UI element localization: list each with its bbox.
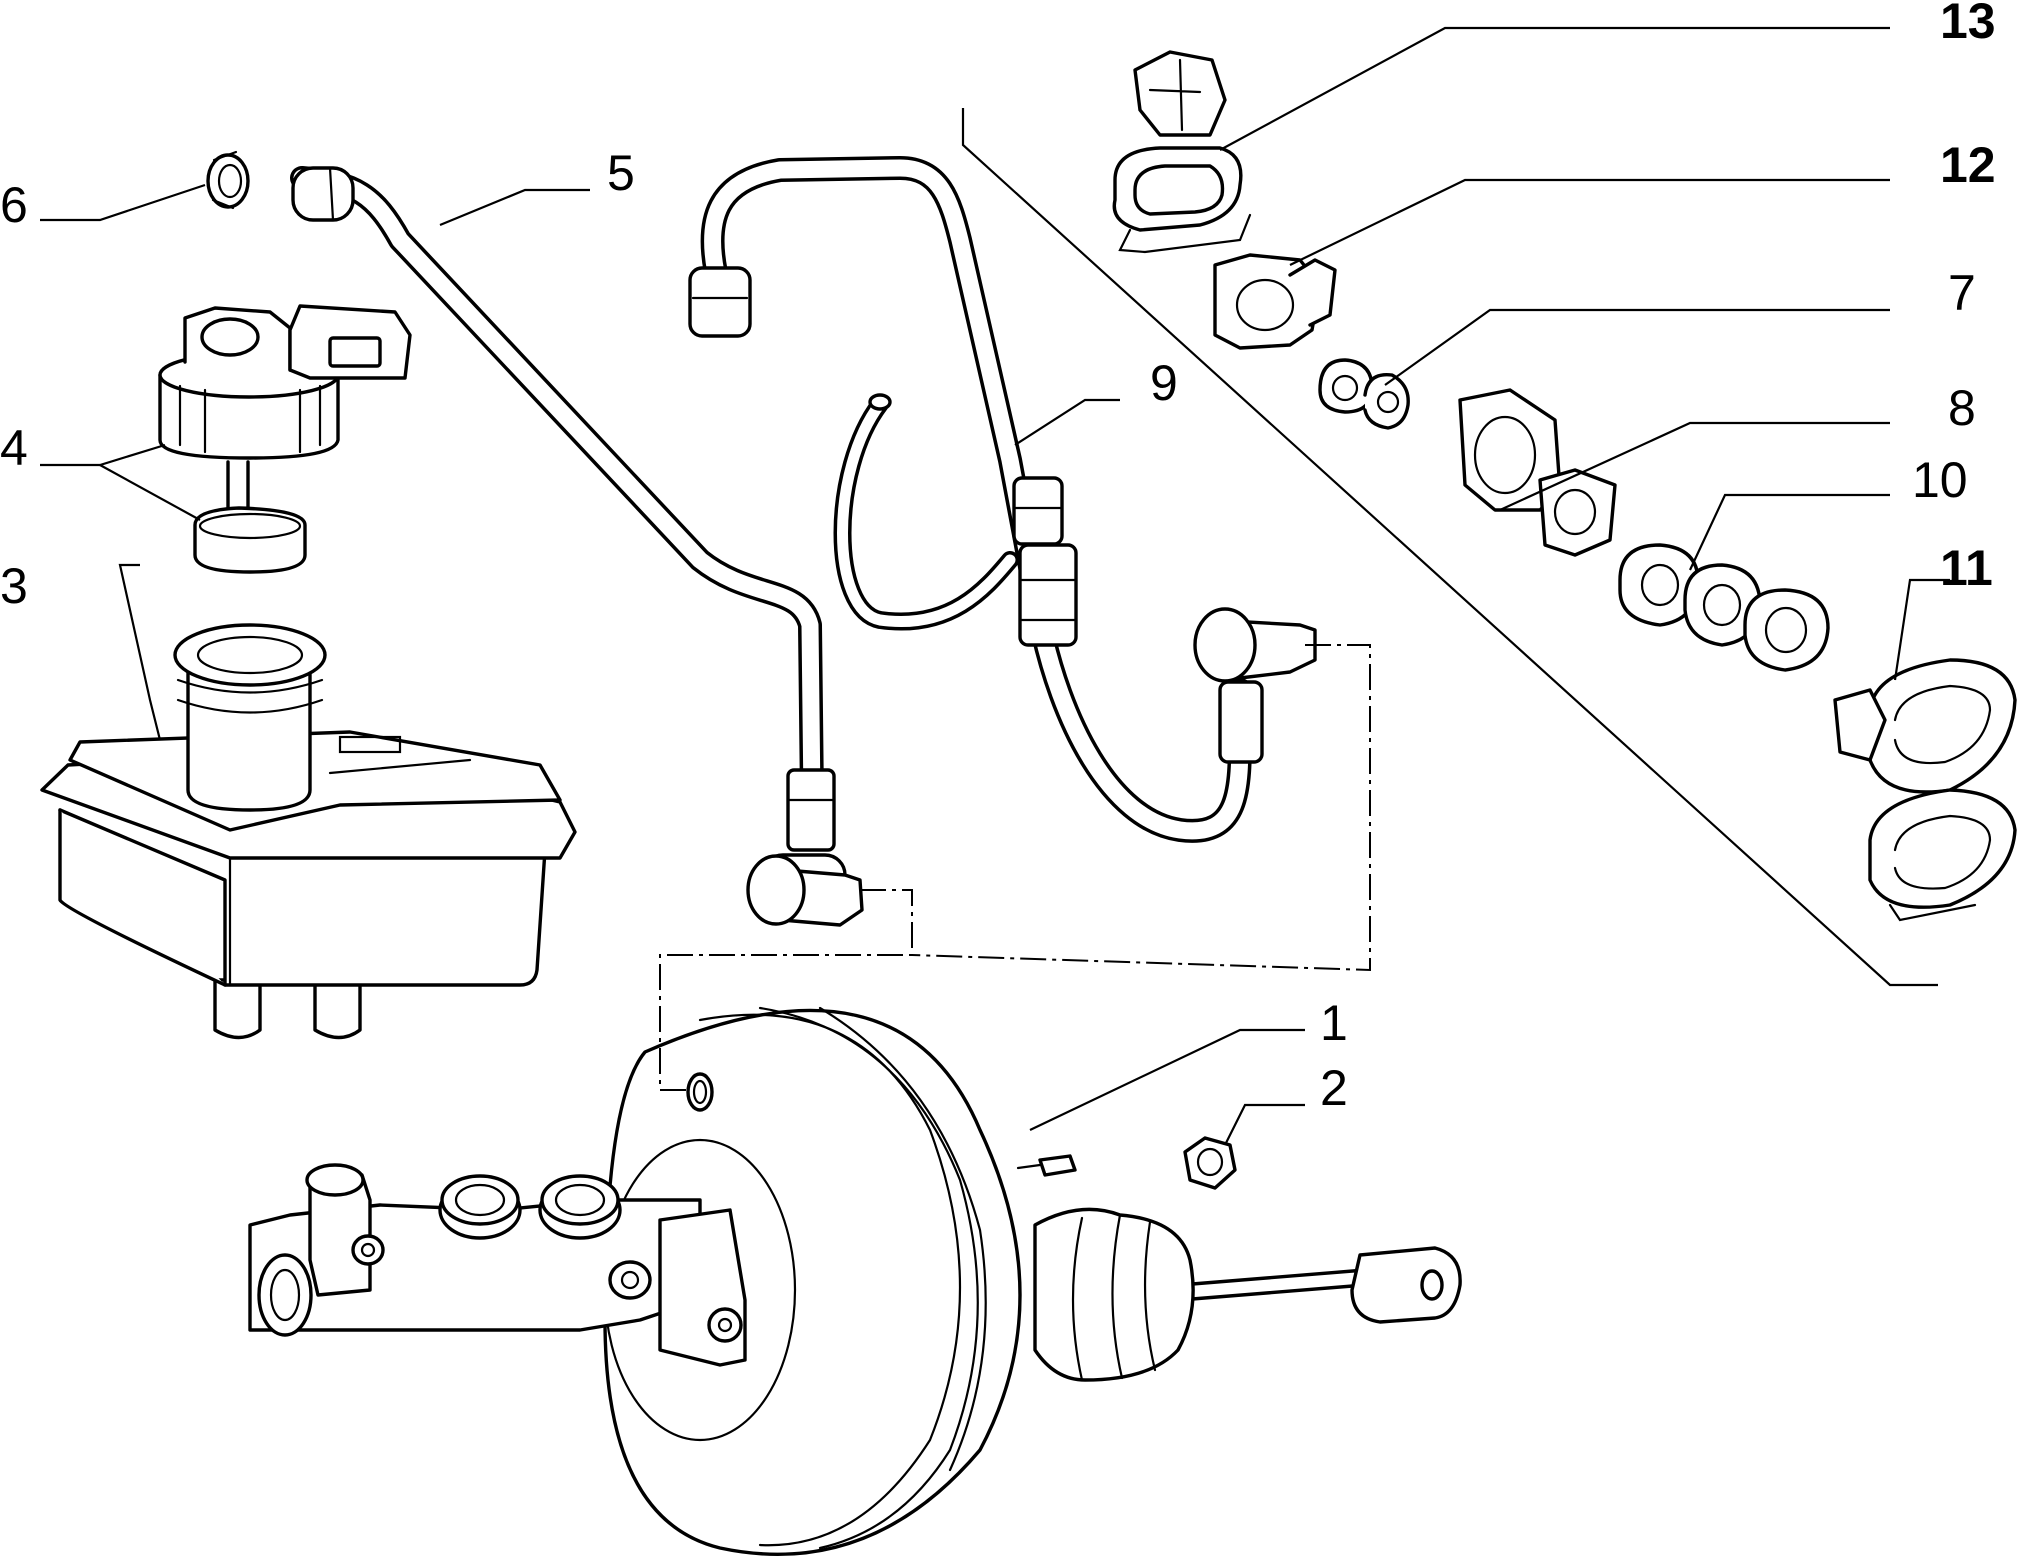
connection-lines — [659, 644, 1371, 1091]
part-3-brake-fluid-reservoir — [40, 623, 577, 1040]
callout-11: 11 — [1940, 540, 1993, 596]
leader-lines — [40, 26, 1950, 1146]
part-10-clip — [1618, 543, 1830, 672]
callout-5: 5 — [607, 145, 635, 201]
callout-2: 2 — [1320, 1060, 1348, 1116]
callout-12: 12 — [1940, 137, 1996, 193]
part-12-clip — [1213, 253, 1337, 350]
part-11-double-clip — [1833, 658, 2017, 922]
part-4-reservoir-cap — [158, 304, 412, 574]
callout-8: 8 — [1948, 380, 1976, 436]
callout-10: 10 — [1912, 452, 1968, 508]
part-7-small-clip — [1318, 358, 1410, 430]
part-5-hose — [290, 166, 864, 927]
callout-1: 1 — [1320, 995, 1348, 1051]
callout-7: 7 — [1948, 265, 1976, 321]
callouts: 1 2 3 4 5 6 7 8 9 10 11 12 13 — [0, 0, 1996, 1116]
part-6-hose-clamp — [206, 150, 250, 210]
callout-6: 6 — [0, 177, 28, 233]
callout-9: 9 — [1150, 355, 1178, 411]
part-9-hose-assembly — [688, 156, 1317, 843]
part-8-clip — [1458, 388, 1617, 557]
part-1-brake-servo — [248, 1006, 1462, 1556]
part-2-nut — [1183, 1136, 1237, 1190]
callout-4: 4 — [0, 420, 28, 476]
callout-13: 13 — [1940, 0, 1996, 49]
part-13-hose-clip — [1112, 50, 1252, 254]
callout-3: 3 — [0, 558, 28, 614]
